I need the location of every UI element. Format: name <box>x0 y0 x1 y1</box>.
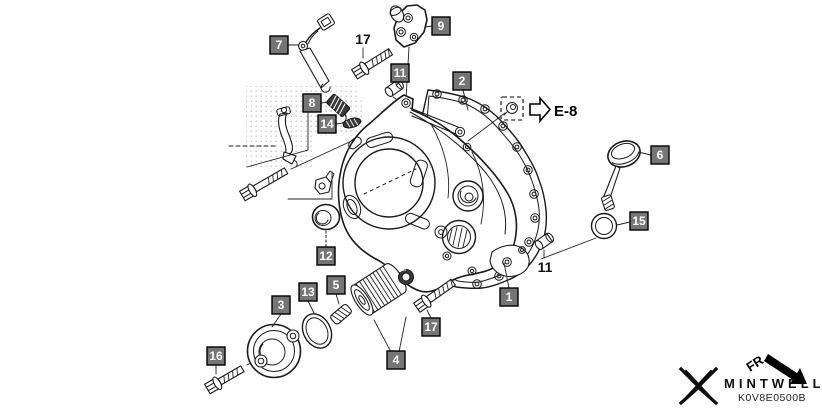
crankcase-cover-drawing <box>337 94 530 293</box>
spring-clip-drawing <box>342 117 362 129</box>
flange-bolt-16-drawing <box>204 365 245 395</box>
callout-11-bottom: 11 <box>538 259 553 275</box>
callout-7: 7 <box>269 35 289 55</box>
filter-cover-drawing <box>246 323 302 379</box>
svg-text:6: 6 <box>657 148 664 162</box>
flange-bolt-17-top-drawing <box>351 48 394 80</box>
e8-dashed-box <box>500 96 524 121</box>
callout-4: 4 <box>386 350 406 370</box>
cable-clamp-drawing <box>314 170 335 195</box>
long-bolt-drawing <box>239 167 289 202</box>
svg-text:16: 16 <box>209 349 223 363</box>
svg-text:2: 2 <box>459 74 466 88</box>
filter-spring-drawing <box>330 303 352 325</box>
dipstick-drawing <box>601 140 641 211</box>
callout-leaders <box>215 25 652 375</box>
dowel-pin-top-drawing <box>384 79 404 97</box>
svg-text:15: 15 <box>632 214 646 228</box>
svg-text:1: 1 <box>506 290 513 304</box>
e8-arrow-icon <box>529 95 552 124</box>
svg-text:13: 13 <box>301 285 315 299</box>
svg-text:17: 17 <box>424 320 438 334</box>
watermark: MINTWELL K0V8E0500B <box>678 366 822 406</box>
callout-6: 6 <box>650 145 670 165</box>
dipstick-oring-drawing <box>590 212 618 240</box>
callout-9: 9 <box>431 16 451 36</box>
callout-16: 16 <box>206 346 226 366</box>
e8-reference: E-8 <box>500 95 577 124</box>
svg-text:3: 3 <box>278 298 285 312</box>
filter-grommet-drawing <box>398 269 414 285</box>
callout-8: 8 <box>302 93 322 113</box>
svg-text:12: 12 <box>319 249 333 263</box>
e8-label: E-8 <box>554 103 577 120</box>
callout-13: 13 <box>298 282 318 302</box>
callouts: 7 9 11 2 8 14 6 15 12 3 13 5 4 16 17 1 1… <box>206 16 670 370</box>
clutch-rod-drawing <box>297 13 335 93</box>
callout-5: 5 <box>326 275 346 295</box>
callout-3: 3 <box>271 295 291 315</box>
svg-text:9: 9 <box>438 19 445 33</box>
brand-text: MINTWELL <box>724 376 822 391</box>
callout-14: 14 <box>317 114 337 134</box>
svg-text:8: 8 <box>309 96 316 110</box>
svg-text:7: 7 <box>276 38 283 52</box>
callout-11-top: 11 <box>390 63 410 83</box>
bracket-drawing <box>389 4 428 48</box>
callout-15: 15 <box>629 211 649 231</box>
svg-text:11: 11 <box>394 66 407 80</box>
flange-bolt-17-bottom-drawing <box>413 278 456 313</box>
oil-seal-drawing <box>311 203 341 247</box>
callout-1: 1 <box>499 287 519 307</box>
callout-12: 12 <box>316 246 336 266</box>
callout-2: 2 <box>452 71 472 91</box>
lever-reference-drawing <box>228 106 333 200</box>
callout-17-top: 17 <box>355 31 371 47</box>
oil-filter-drawing <box>350 263 414 316</box>
dowel-pin-bottom-drawing <box>534 232 554 250</box>
filter-oring-drawing <box>301 313 333 349</box>
svg-text:5: 5 <box>333 278 340 292</box>
fr-arrow-icon <box>764 354 807 384</box>
svg-text:4: 4 <box>393 353 400 367</box>
mintwell-logo-icon <box>678 366 719 406</box>
clutch-spring-drawing <box>326 93 351 124</box>
callout-17-bottom: 17 <box>421 317 441 337</box>
svg-text:14: 14 <box>320 117 334 131</box>
part-code-text: K0V8E0500B <box>738 392 806 404</box>
